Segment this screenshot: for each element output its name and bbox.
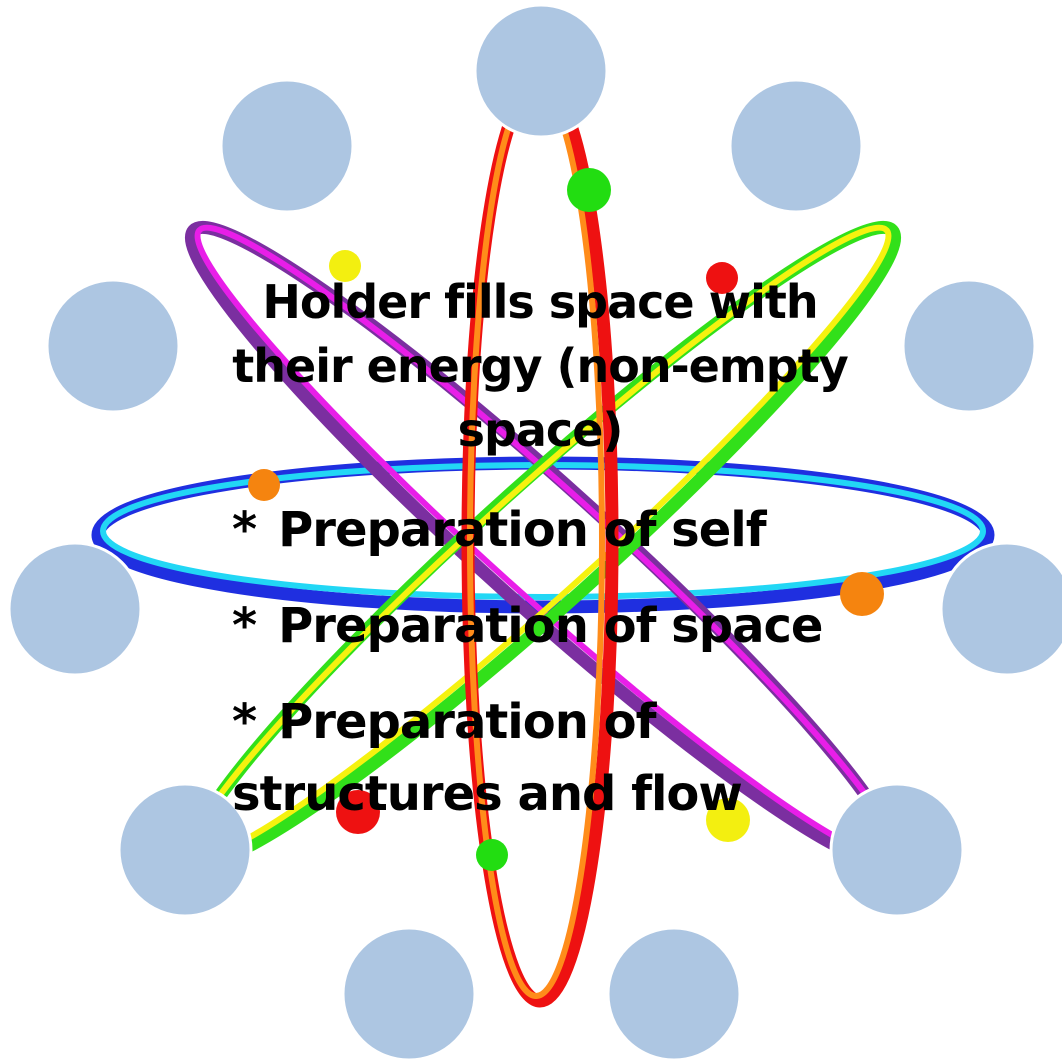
- dot-green-top: [567, 168, 611, 212]
- diagonal-orbit-down-outer: [184, 220, 902, 870]
- dot-red-top-right: [706, 262, 738, 294]
- dot-orange-right: [840, 572, 884, 616]
- outer-circle-top: [473, 3, 609, 139]
- outer-circle-bottom-left: [341, 926, 477, 1060]
- diagonal-orbit-down-inner: [194, 224, 897, 860]
- orbit-dots: [248, 168, 884, 871]
- dot-green-bottom: [476, 839, 508, 871]
- outer-circle-lower-left: [117, 782, 253, 918]
- outer-circles: [7, 3, 1062, 1060]
- outer-circle-left: [7, 541, 143, 677]
- outer-circle-upper-right: [901, 278, 1037, 414]
- dot-red-bottom-left: [336, 790, 380, 834]
- diagonal-orbit-down: [184, 220, 902, 870]
- dot-yellow-top-left: [329, 250, 361, 282]
- dot-orange-left: [248, 469, 280, 501]
- dot-yellow-bottom-right: [706, 798, 750, 842]
- outer-circle-bottom-right: [606, 926, 742, 1060]
- diagonal-orbit-up-inner: [189, 224, 892, 860]
- outer-circle-top-right: [728, 78, 864, 214]
- diagonal-orbit-up-outer: [184, 220, 902, 870]
- outer-circle-top-left: [219, 78, 355, 214]
- diagonal-orbit-up: [184, 220, 902, 870]
- outer-circle-right: [939, 541, 1062, 677]
- outer-circle-lower-right: [829, 782, 965, 918]
- outer-circle-upper-left: [45, 278, 181, 414]
